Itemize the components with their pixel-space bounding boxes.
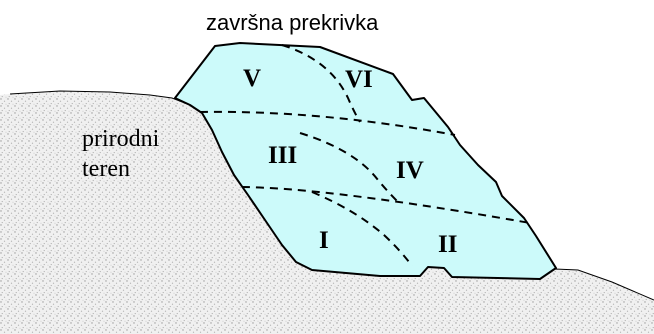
natural-ground-label-line1: prirodni xyxy=(82,126,160,152)
zone-label-vi: VI xyxy=(345,66,373,93)
top-cover-label: završna prekrivka xyxy=(206,10,379,35)
zone-boundary-upper-horizontal xyxy=(199,110,456,136)
zone-label-iv: IV xyxy=(396,157,424,184)
zone-label-i: I xyxy=(319,227,329,254)
zone-label-v: V xyxy=(243,65,261,92)
natural-ground-label-line2: teren xyxy=(82,156,130,182)
zone-boundary-lower-diagonal xyxy=(311,191,413,267)
zone-label-iii: III xyxy=(268,142,297,169)
zone-boundary-upper-diagonal xyxy=(281,44,361,123)
natural-ground xyxy=(0,91,654,334)
zone-boundary-middle-diagonal xyxy=(299,132,399,203)
landfill-body xyxy=(174,42,557,280)
zone-label-ii: II xyxy=(438,231,457,258)
zone-boundary-lower-horizontal xyxy=(241,186,531,224)
